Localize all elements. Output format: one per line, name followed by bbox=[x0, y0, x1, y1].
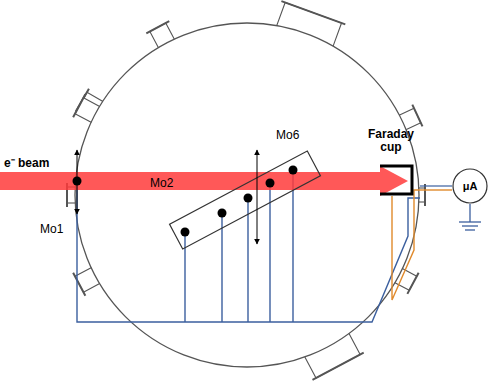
signal-wire bbox=[420, 185, 452, 186]
beam-label: e⁻ beam bbox=[4, 154, 49, 171]
chamber-ports bbox=[67, 1, 425, 380]
ground-symbol bbox=[459, 204, 481, 230]
signal-wire bbox=[420, 189, 452, 190]
motion-arrow bbox=[77, 150, 78, 214]
motion-arrow bbox=[257, 150, 258, 244]
electron-beam bbox=[0, 166, 408, 196]
target-label: Mo2 bbox=[150, 176, 173, 190]
target-dots bbox=[73, 166, 298, 237]
faraday-cup: Faraday cup bbox=[362, 128, 420, 200]
target-label: Mo6 bbox=[276, 128, 299, 142]
meter-label: μA bbox=[463, 180, 478, 192]
cup-wire bbox=[392, 190, 420, 300]
target-label: Mo1 bbox=[40, 222, 63, 236]
target-wires bbox=[77, 170, 420, 322]
vacuum-chamber bbox=[75, 23, 419, 367]
node-label: Faraday cup bbox=[362, 128, 420, 154]
ammeter-circle: μA bbox=[452, 168, 488, 204]
target-holder bbox=[170, 151, 321, 249]
